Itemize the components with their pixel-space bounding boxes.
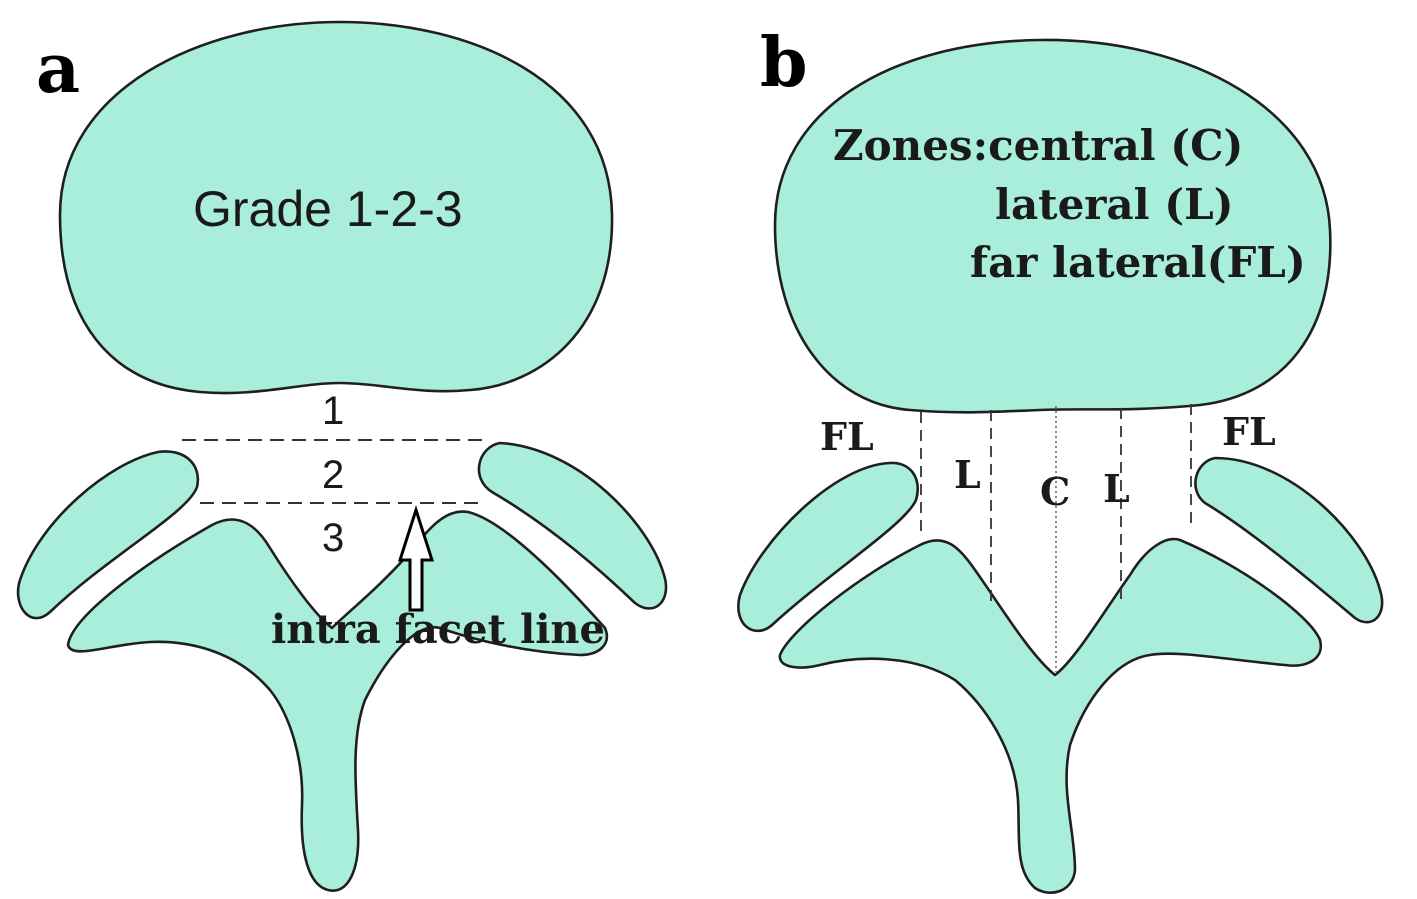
left-facet-b bbox=[737, 461, 919, 633]
zone-fl-left: FL bbox=[820, 414, 874, 459]
zone-fl-right: FL bbox=[1222, 409, 1276, 454]
vertebral-body-a bbox=[58, 20, 614, 395]
panel-a: a Grade 1-2-3 1 2 3 intra facet line bbox=[16, 20, 668, 892]
zone-l-left: L bbox=[954, 452, 981, 497]
posterior-arch-b bbox=[778, 537, 1323, 894]
right-facet-a bbox=[477, 441, 668, 610]
grade-number-3: 3 bbox=[322, 516, 344, 560]
up-arrow-icon bbox=[397, 505, 435, 612]
left-facet-a bbox=[16, 450, 200, 620]
right-facet-b bbox=[1194, 456, 1384, 624]
panel-a-letter: a bbox=[36, 29, 80, 109]
grade-number-1: 1 bbox=[322, 389, 344, 433]
zone-l-right: L bbox=[1103, 466, 1130, 511]
intra-facet-line-label: intra facet line bbox=[271, 606, 605, 653]
zones-line-central: Zones:central (C) bbox=[833, 121, 1243, 170]
panel-b: b Zones:central (C) lateral (L) far late… bbox=[737, 23, 1384, 894]
zone-c: C bbox=[1040, 469, 1070, 514]
zones-line-lateral: lateral (L) bbox=[995, 180, 1234, 229]
vertebral-body-b bbox=[773, 38, 1332, 414]
posterior-arch-a bbox=[66, 510, 608, 892]
zones-line-far-lateral: far lateral(FL) bbox=[970, 238, 1306, 287]
grade-number-2: 2 bbox=[322, 453, 344, 497]
panel-b-letter: b bbox=[760, 23, 808, 103]
grade-label: Grade 1-2-3 bbox=[193, 181, 463, 237]
